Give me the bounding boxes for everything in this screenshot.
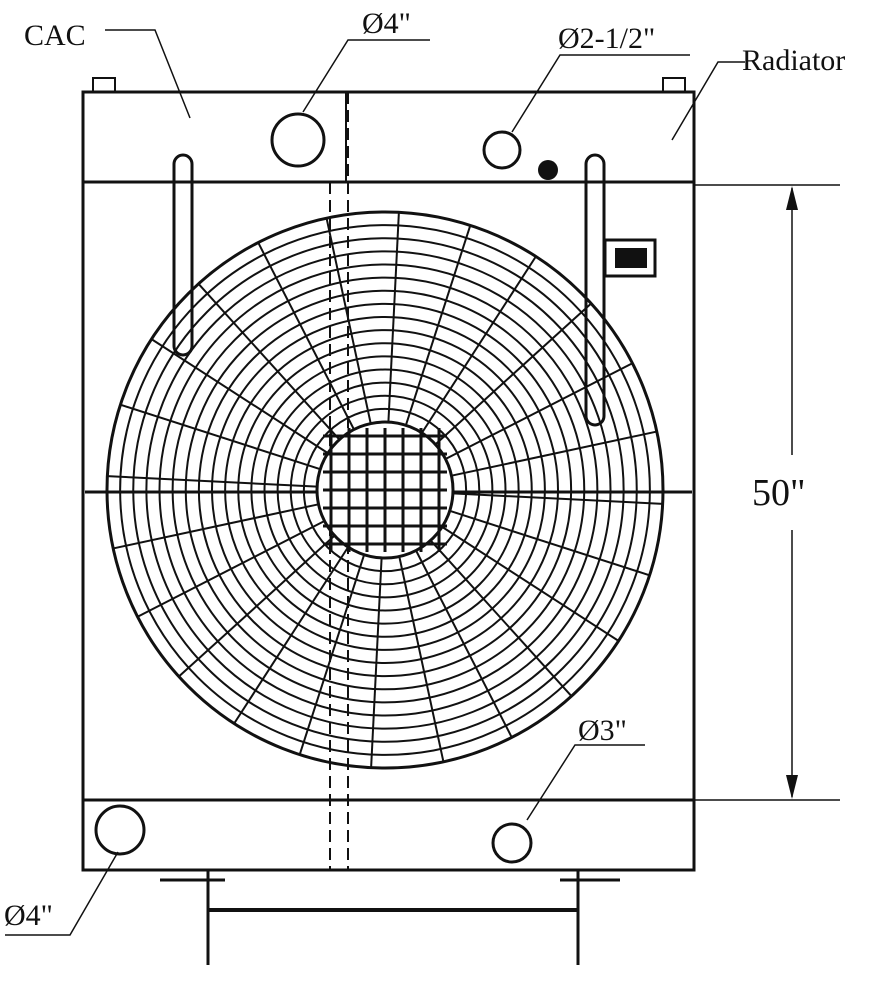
guard-spoke bbox=[137, 520, 325, 618]
guard-ring bbox=[250, 355, 520, 625]
guard-spoke bbox=[120, 403, 321, 471]
bottom-right-pipe-label: Ø3" bbox=[578, 714, 627, 747]
guard-spoke bbox=[452, 492, 663, 505]
guard-spoke bbox=[113, 503, 319, 550]
filler-cap bbox=[538, 160, 558, 180]
guard-ring bbox=[224, 329, 546, 651]
bottom-left-pipe-label: Ø4" bbox=[4, 899, 53, 932]
guard-spoke bbox=[451, 430, 657, 477]
leader-lines bbox=[5, 29, 745, 936]
guard-ring bbox=[263, 368, 507, 612]
guard-ring bbox=[105, 210, 665, 770]
radiator-label: Radiator bbox=[742, 44, 845, 77]
guard-spoke bbox=[434, 302, 592, 446]
height-dimension bbox=[694, 184, 840, 801]
guard-spoke bbox=[404, 225, 472, 426]
guard-ring bbox=[119, 224, 651, 756]
guard-spoke bbox=[398, 556, 445, 762]
guard-ring bbox=[211, 316, 559, 664]
guard-spoke bbox=[415, 550, 513, 738]
guard-ring bbox=[302, 407, 468, 573]
cac-top-outlet bbox=[270, 112, 326, 168]
guard-spoke bbox=[441, 526, 620, 642]
guard-spoke bbox=[429, 539, 573, 697]
guard-spoke bbox=[233, 546, 349, 725]
top-pipe-label: Ø4" bbox=[362, 7, 411, 40]
guard-ring bbox=[184, 289, 586, 691]
guard-spoke bbox=[107, 475, 318, 488]
height-dimension-label: 50" bbox=[752, 472, 806, 514]
guard-ring bbox=[276, 381, 494, 599]
guard-spoke bbox=[449, 509, 650, 577]
guard-ring bbox=[171, 276, 599, 704]
guard-ring bbox=[197, 302, 573, 678]
guard-ring bbox=[132, 237, 638, 743]
guard-spoke bbox=[325, 218, 372, 424]
guard-spoke bbox=[197, 283, 341, 441]
fan-guard bbox=[105, 210, 665, 770]
guard-ring bbox=[289, 394, 481, 586]
guard-spoke bbox=[370, 557, 383, 768]
top-right-pipe-label: Ø2-1/2" bbox=[558, 22, 655, 55]
cac-bottom-outlet bbox=[94, 804, 146, 856]
guard-ring bbox=[237, 342, 533, 638]
guard-spoke bbox=[150, 338, 329, 454]
guard-spoke bbox=[257, 242, 355, 430]
radiator-top-outlet bbox=[482, 130, 522, 170]
guard-spoke bbox=[421, 255, 537, 434]
mounting-feet bbox=[160, 870, 620, 965]
radiator-bottom-outlet bbox=[491, 822, 533, 864]
guard-spoke bbox=[445, 362, 633, 460]
guard-spoke bbox=[387, 212, 400, 423]
guard-spoke bbox=[298, 554, 366, 755]
guard-ring bbox=[145, 250, 625, 730]
guard-ring bbox=[158, 263, 612, 717]
cac-label: CAC bbox=[24, 19, 86, 52]
guard-spoke bbox=[178, 534, 336, 678]
